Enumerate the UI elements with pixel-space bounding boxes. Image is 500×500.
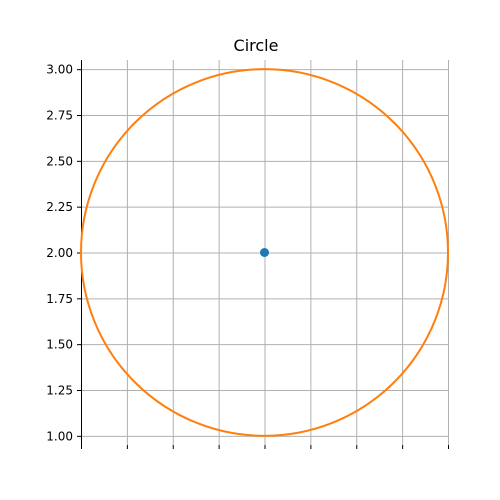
y-tick-label: 1.50 <box>46 338 73 352</box>
y-tick-label: 2.00 <box>46 246 73 260</box>
y-tick-label: 3.00 <box>46 63 73 77</box>
axes-layer: 1.00 1.25 1.50 1.75 2.00 2.25 2.50 2.75 3.00 <box>46 60 449 449</box>
y-tick-label: 2.25 <box>46 200 73 214</box>
series-layer <box>80 68 449 437</box>
y-tick-label: 1.75 <box>46 292 73 306</box>
y-tick-label: 2.50 <box>46 154 73 168</box>
center-point <box>260 248 269 257</box>
y-tick-label: 1.00 <box>46 429 73 443</box>
circle-curve <box>80 68 449 437</box>
y-tick-label: 2.75 <box>46 109 73 123</box>
chart-title: Circle <box>234 36 279 55</box>
y-tick-label: 1.25 <box>46 384 73 398</box>
